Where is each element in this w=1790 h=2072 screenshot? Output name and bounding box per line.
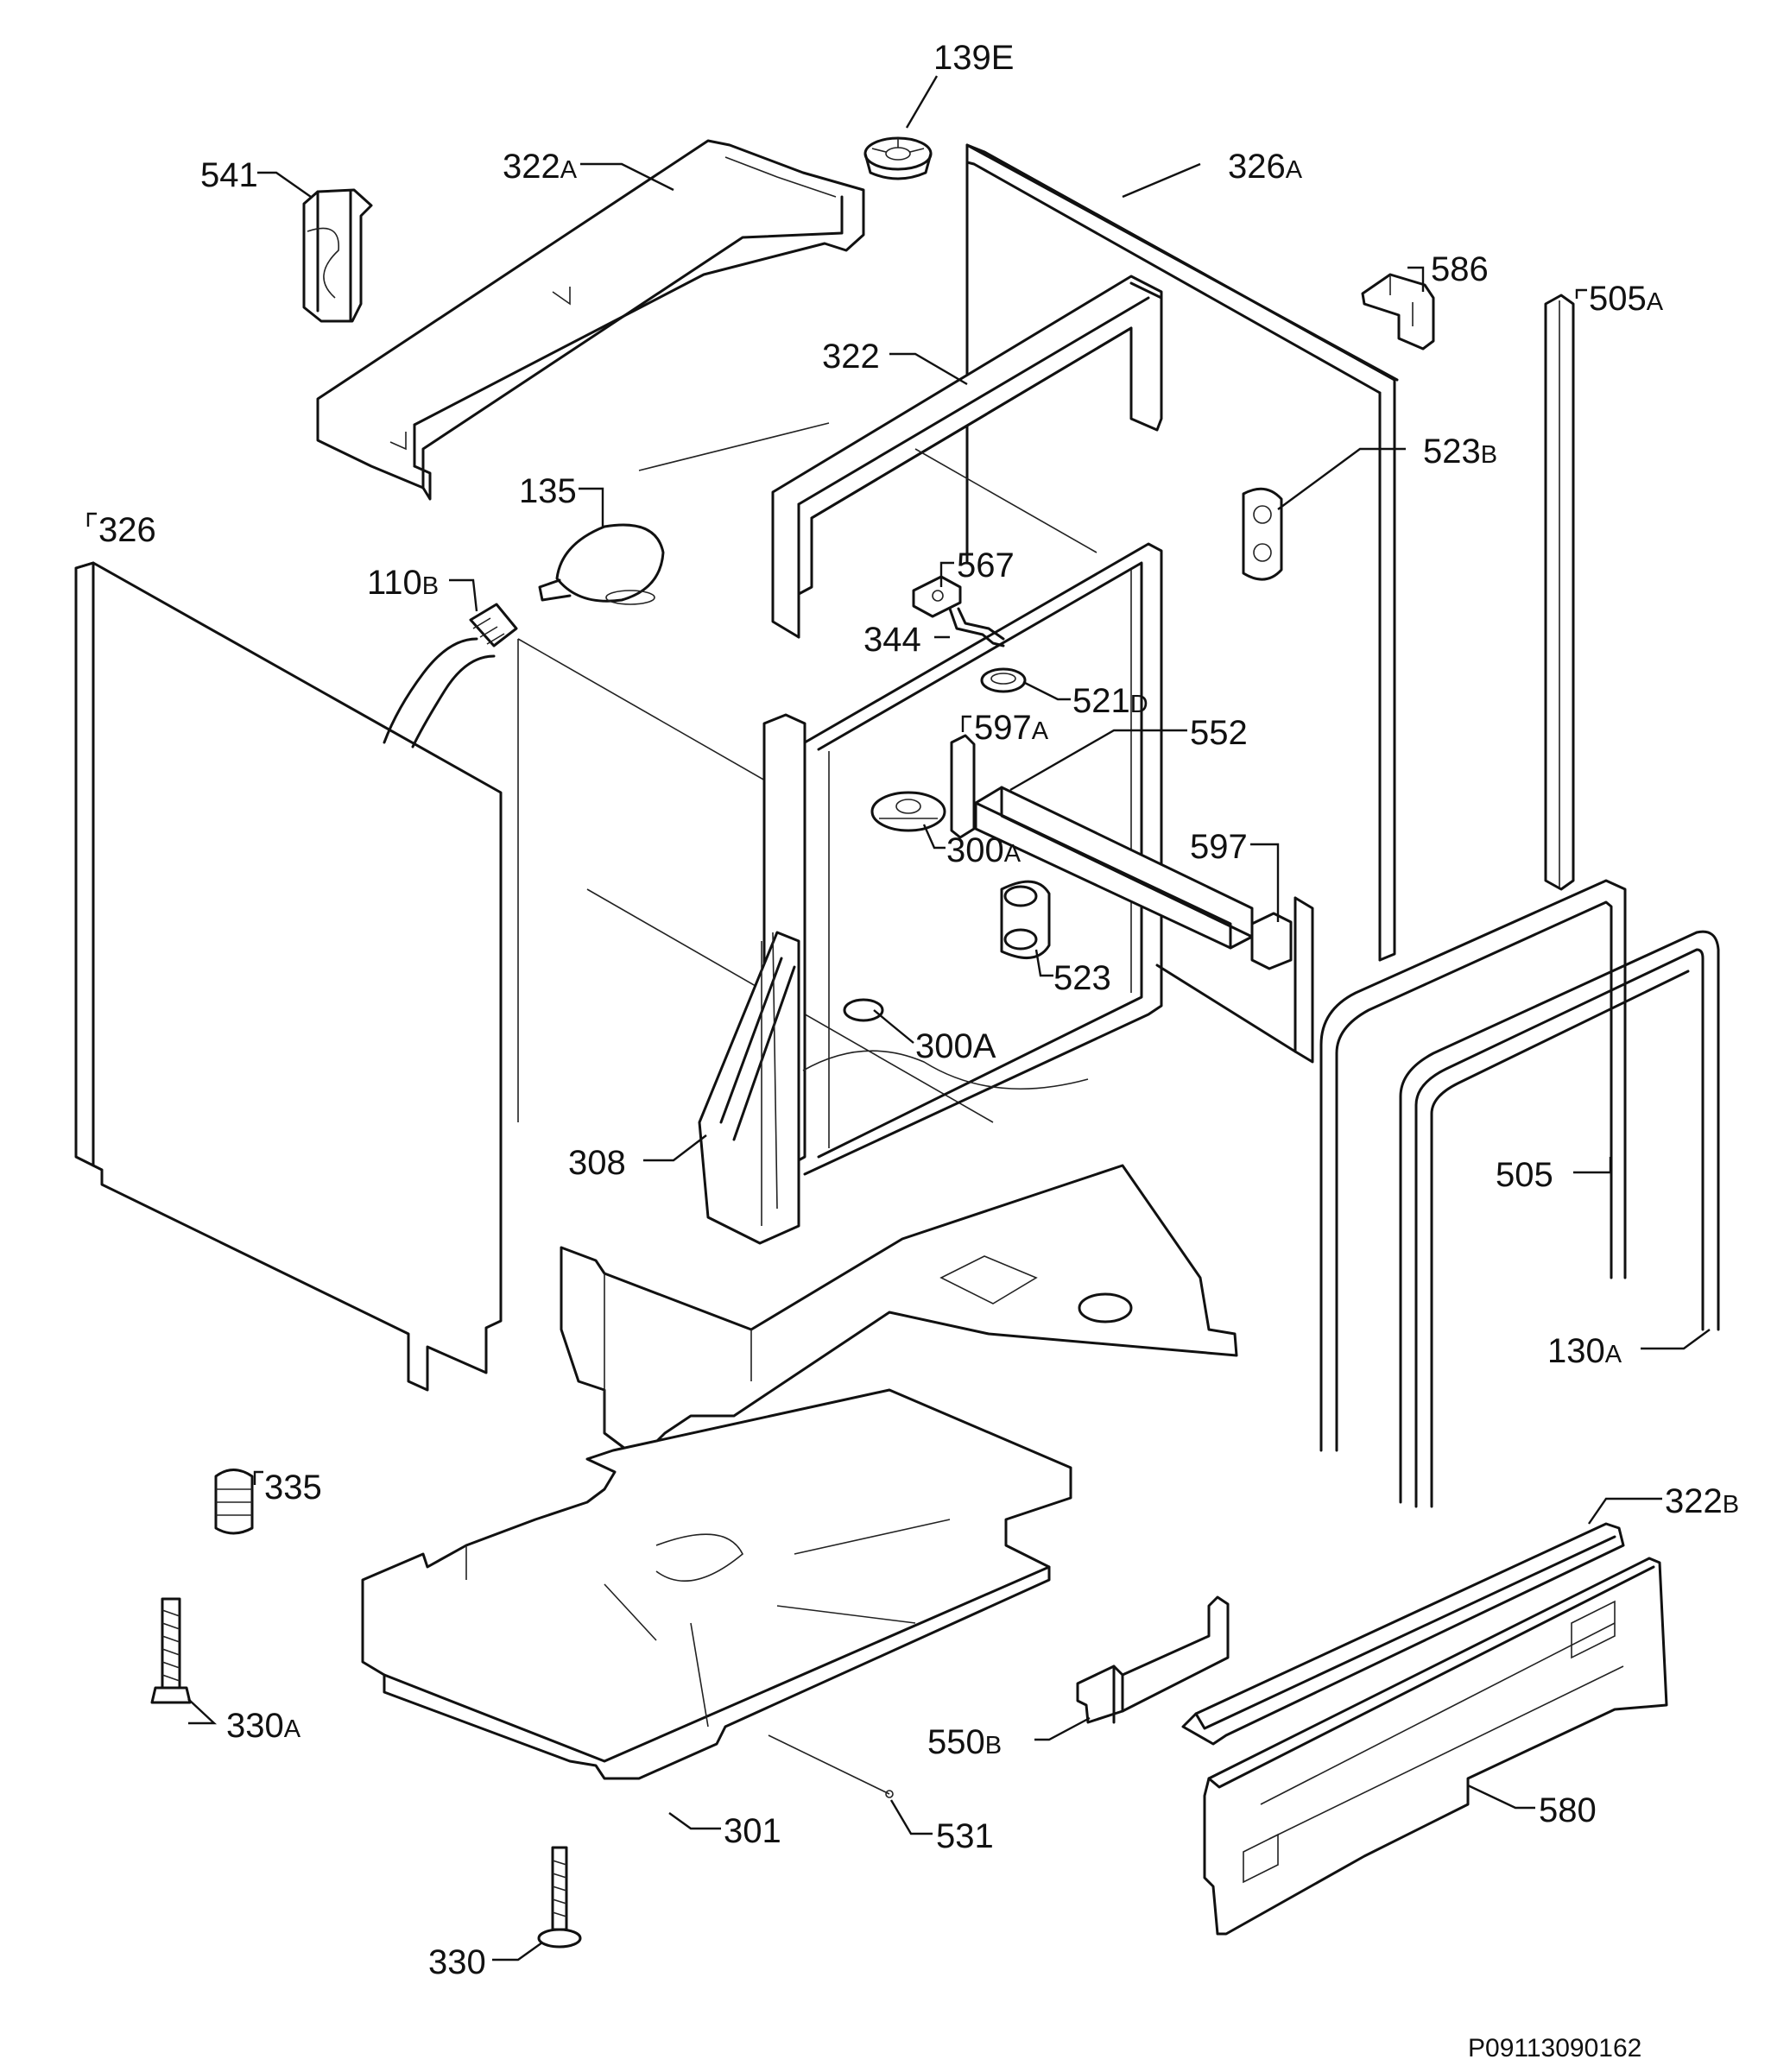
part-301-base-plate xyxy=(361,1388,1072,1780)
part-586-clip xyxy=(1361,273,1435,351)
label-330a: 330A xyxy=(226,1707,301,1745)
part-523b-cap xyxy=(1242,487,1283,581)
label-300a-large: 300A xyxy=(915,1027,996,1065)
label-523: 523 xyxy=(1053,959,1111,997)
label-130a: 130A xyxy=(1547,1332,1622,1370)
label-322b: 322B xyxy=(1665,1482,1739,1520)
label-597: 597 xyxy=(1190,828,1248,866)
part-541-bracket xyxy=(302,188,373,323)
label-135: 135 xyxy=(519,472,577,510)
label-580: 580 xyxy=(1539,1791,1597,1829)
label-505: 505 xyxy=(1496,1156,1553,1194)
part-344-spring xyxy=(948,607,1005,648)
label-505a: 505A xyxy=(1589,280,1664,318)
part-330-screw xyxy=(537,1846,582,1949)
part-567-clip xyxy=(912,575,962,618)
label-586: 586 xyxy=(1431,250,1489,288)
part-531-rod xyxy=(768,1734,894,1798)
part-505-gasket xyxy=(1319,879,1627,1452)
label-521d: 521D xyxy=(1072,682,1148,720)
part-110b-hose xyxy=(383,603,518,749)
part-326-side-panel xyxy=(74,561,503,1392)
part-580-kick-plate xyxy=(1203,1557,1668,1936)
callout-labels: 139E 322A 326A 541 586 505A 322 523B 326… xyxy=(98,39,1739,1981)
part-tub-body xyxy=(517,422,1097,1123)
part-550b-bracket xyxy=(1076,1595,1230,1724)
label-139e: 139E xyxy=(933,39,1014,77)
label-301: 301 xyxy=(724,1812,781,1850)
label-550b: 550B xyxy=(927,1723,1002,1761)
label-110b: 110B xyxy=(367,564,439,602)
label-322a: 322A xyxy=(503,148,578,186)
part-300a-spray-arm-large xyxy=(802,998,1089,1090)
part-135-cap xyxy=(538,523,665,605)
part-base-frame xyxy=(560,1164,1238,1461)
label-326: 326 xyxy=(98,511,156,549)
label-300a-small: 300A xyxy=(946,831,1022,869)
label-541: 541 xyxy=(200,156,258,194)
part-523-grommet xyxy=(1000,880,1051,960)
part-322-inner-frame xyxy=(771,275,1163,639)
part-597a-latch xyxy=(950,734,976,839)
label-344: 344 xyxy=(863,621,921,659)
label-326a: 326A xyxy=(1228,148,1303,186)
part-330a-screw xyxy=(150,1597,192,1704)
part-300a-spray-arm-small xyxy=(870,791,946,832)
part-322a-top-rail xyxy=(316,139,865,501)
part-335-foot xyxy=(214,1469,254,1535)
part-130a-gasket xyxy=(1399,930,1720,1508)
label-322: 322 xyxy=(822,338,880,376)
part-597-clip xyxy=(1250,912,1293,970)
label-567: 567 xyxy=(957,546,1015,584)
part-505a-gasket-strip xyxy=(1544,294,1575,891)
label-330: 330 xyxy=(428,1943,486,1981)
label-335: 335 xyxy=(264,1469,322,1507)
diagram-reference-code: P09113090162 xyxy=(1468,2034,1641,2063)
part-139e-knob xyxy=(863,136,933,180)
label-531: 531 xyxy=(936,1817,994,1855)
part-521d-seal xyxy=(980,667,1027,693)
part-322b-rail xyxy=(1181,1522,1625,1746)
label-308: 308 xyxy=(568,1144,626,1182)
label-597a: 597A xyxy=(974,709,1049,747)
part-326a-back-panel xyxy=(965,143,1399,1064)
leader-lines xyxy=(86,75,1711,1961)
label-523b: 523B xyxy=(1423,433,1497,471)
label-552: 552 xyxy=(1190,714,1248,752)
part-308-hinge-assembly xyxy=(698,931,800,1245)
